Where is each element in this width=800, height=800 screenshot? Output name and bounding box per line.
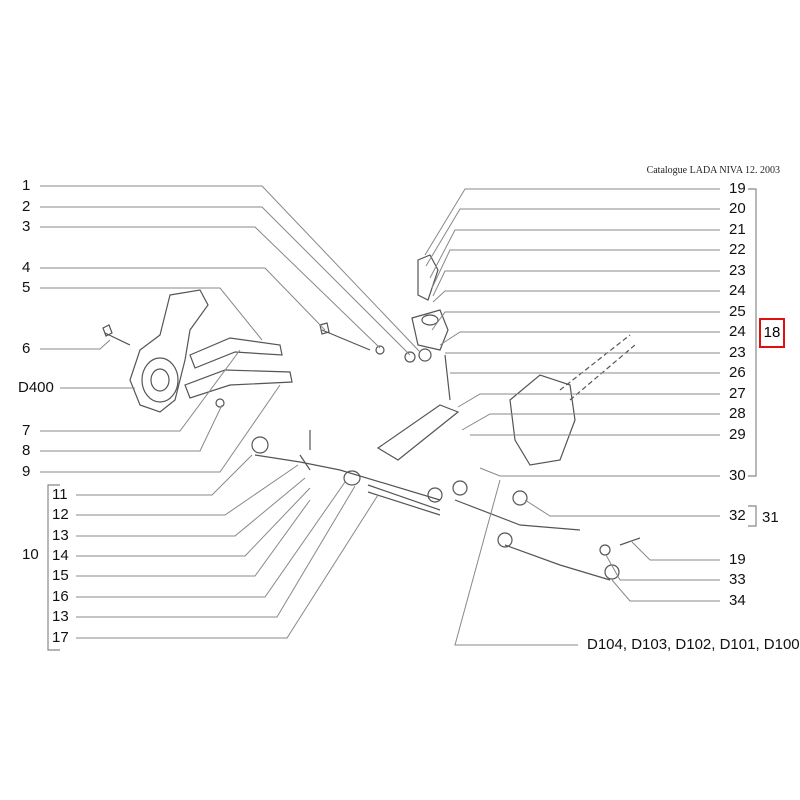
pendulum-bracket bbox=[411, 309, 449, 351]
leader-line bbox=[424, 188, 720, 256]
leader-line bbox=[431, 249, 720, 289]
knuckle-hub bbox=[141, 357, 179, 403]
steering-arm-lower bbox=[184, 369, 293, 399]
leader-line bbox=[631, 541, 720, 561]
leader-line bbox=[76, 481, 346, 598]
part-callout-26[interactable]: 26 bbox=[729, 364, 746, 381]
part-callout-17[interactable]: 17 bbox=[52, 629, 69, 646]
leader-line bbox=[76, 494, 379, 639]
part-callout-24[interactable]: 24 bbox=[729, 323, 746, 340]
bolt bbox=[102, 324, 131, 346]
leader-line bbox=[431, 311, 720, 331]
bracket-label-31: 31 bbox=[762, 509, 779, 526]
leader-line bbox=[40, 185, 421, 353]
leader-line bbox=[439, 331, 720, 346]
part-callout-23[interactable]: 23 bbox=[729, 344, 746, 361]
leader-line bbox=[40, 267, 326, 331]
outer-tie-rod bbox=[504, 544, 611, 581]
steering-arm-upper bbox=[189, 337, 283, 369]
brackets bbox=[47, 188, 757, 651]
part-callout-28[interactable]: 28 bbox=[729, 405, 746, 422]
leader-line bbox=[76, 487, 311, 557]
part-callout-25[interactable]: 25 bbox=[729, 303, 746, 320]
leader-line bbox=[432, 270, 720, 297]
parts-illustration bbox=[102, 254, 641, 581]
part-callout-33[interactable]: 33 bbox=[729, 571, 746, 588]
leader-line bbox=[432, 290, 720, 303]
part-callout-5[interactable]: 5 bbox=[22, 279, 31, 296]
steering-gear bbox=[509, 374, 576, 466]
bottom-reference: D104, D103, D102, D101, D100 bbox=[587, 636, 800, 653]
part-callout-13[interactable]: 13 bbox=[52, 608, 69, 625]
leader-line bbox=[461, 413, 720, 431]
part-callout-27[interactable]: 27 bbox=[729, 385, 746, 402]
idler-arm bbox=[376, 404, 460, 461]
part-callout-D400[interactable]: D400 bbox=[18, 379, 54, 396]
leader-line bbox=[40, 384, 281, 473]
part-callout-21[interactable]: 21 bbox=[729, 221, 746, 238]
threaded-rod bbox=[367, 484, 441, 516]
steering-knuckle bbox=[129, 289, 209, 413]
center-link bbox=[454, 499, 581, 531]
part-callout-11[interactable]: 11 bbox=[52, 486, 68, 503]
leader-line bbox=[425, 208, 720, 267]
leader-line bbox=[76, 485, 356, 618]
leader-line bbox=[40, 339, 111, 350]
part-callout-22[interactable]: 22 bbox=[729, 241, 746, 258]
part-callout-24[interactable]: 24 bbox=[729, 282, 746, 299]
leader-line bbox=[40, 206, 411, 356]
part-callout-32[interactable]: 32 bbox=[729, 507, 746, 524]
part-callout-9[interactable]: 9 bbox=[22, 463, 31, 480]
catalogue-header: Catalogue LADA NIVA 12. 2003 bbox=[646, 165, 780, 176]
part-callout-34[interactable]: 34 bbox=[729, 592, 746, 609]
leader-line bbox=[524, 499, 720, 517]
part-callout-13[interactable]: 13 bbox=[52, 527, 69, 544]
group-label-10: 10 bbox=[22, 546, 39, 563]
leader-line bbox=[454, 479, 578, 646]
part-callout-7[interactable]: 7 bbox=[22, 422, 31, 439]
part-callout-19[interactable]: 19 bbox=[729, 551, 746, 568]
leader-line bbox=[40, 226, 381, 349]
part-callout-1[interactable]: 1 bbox=[22, 177, 31, 194]
leader-line bbox=[40, 287, 263, 341]
leader-line bbox=[40, 404, 223, 452]
long-bolt bbox=[319, 322, 371, 351]
leader-lines bbox=[40, 185, 720, 646]
part-callout-12[interactable]: 12 bbox=[52, 506, 69, 523]
part-callout-20[interactable]: 20 bbox=[729, 200, 746, 217]
ball-joint bbox=[251, 436, 269, 454]
leader-line bbox=[429, 229, 720, 279]
part-callout-23[interactable]: 23 bbox=[729, 262, 746, 279]
leader-line bbox=[479, 467, 720, 477]
highlighted-ref-18[interactable]: 18 bbox=[759, 318, 785, 348]
part-callout-16[interactable]: 16 bbox=[52, 588, 69, 605]
part-callout-29[interactable]: 29 bbox=[729, 426, 746, 443]
leader-line bbox=[605, 554, 720, 581]
part-callout-15[interactable]: 15 bbox=[52, 567, 69, 584]
part-callout-2[interactable]: 2 bbox=[22, 198, 31, 215]
leader-line bbox=[76, 454, 253, 496]
leader-line bbox=[76, 499, 311, 577]
part-callout-14[interactable]: 14 bbox=[52, 547, 69, 564]
leader-line bbox=[611, 579, 720, 602]
leader-line bbox=[76, 464, 299, 516]
leader-line bbox=[457, 393, 720, 408]
leader-line bbox=[40, 349, 241, 432]
part-callout-19[interactable]: 19 bbox=[729, 180, 746, 197]
part-callout-6[interactable]: 6 bbox=[22, 340, 31, 357]
part-callout-8[interactable]: 8 bbox=[22, 442, 31, 459]
part-callout-3[interactable]: 3 bbox=[22, 218, 31, 235]
part-callout-4[interactable]: 4 bbox=[22, 259, 31, 276]
part-callout-30[interactable]: 30 bbox=[729, 467, 746, 484]
leader-line bbox=[76, 477, 306, 537]
